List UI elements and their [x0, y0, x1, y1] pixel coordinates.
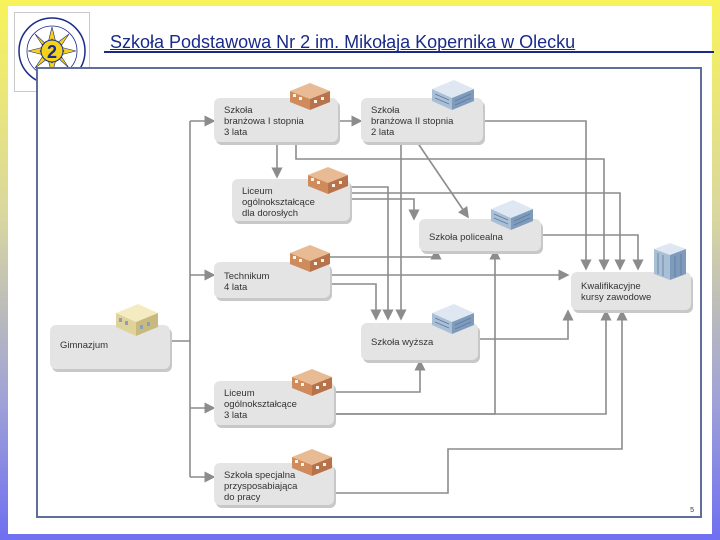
office-building-icon — [489, 197, 535, 231]
brick-building-icon — [290, 365, 334, 397]
brick-building-icon — [288, 79, 332, 111]
education-paths-diagram: Gimnazjum Szkoła branżowa I stopnia 3 la… — [36, 67, 702, 518]
page-number: 5 — [690, 507, 694, 514]
school-building-icon — [114, 301, 160, 337]
tower-building-icon — [650, 241, 690, 281]
title-underline — [104, 51, 714, 53]
brick-building-icon — [290, 445, 334, 477]
page-title: Szkoła Podstawowa Nr 2 im. Mikołaja Kope… — [110, 32, 710, 53]
brick-building-icon — [306, 163, 350, 195]
slide: 2 Szkoła Podstawowa Nr 2 im. Mikołaja Ko… — [8, 6, 712, 534]
office-building-icon — [430, 301, 476, 335]
brick-building-icon — [288, 241, 332, 273]
office-building-icon — [430, 77, 476, 111]
logo-number: 2 — [47, 42, 57, 62]
